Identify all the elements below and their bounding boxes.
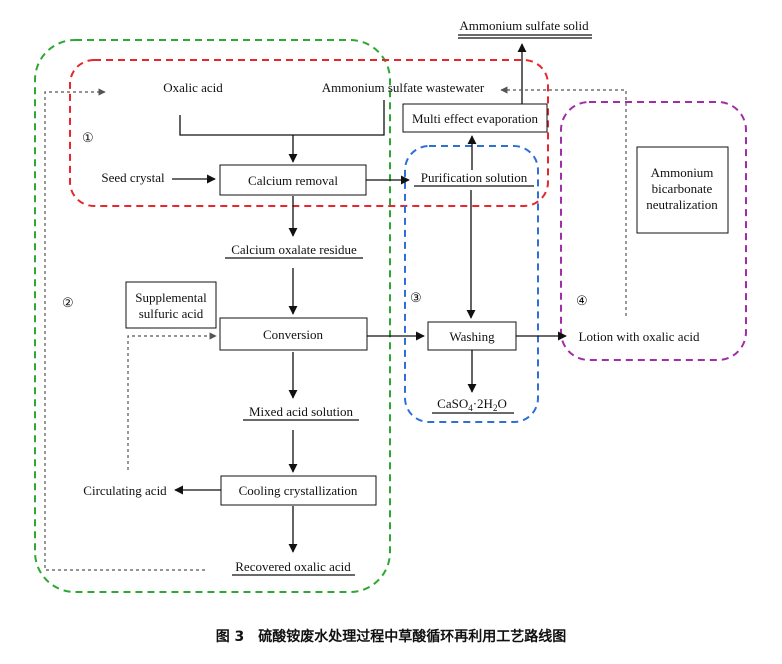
node-supplemental-line2: sulfuric acid: [139, 306, 204, 321]
node-calcium-removal: Calcium removal: [248, 173, 338, 188]
arrow-inputs-to-calcium-removal: [179, 100, 385, 136]
node-washing: Washing: [449, 329, 495, 344]
region-4-purple: [560, 101, 747, 361]
region-2-green: [34, 39, 391, 593]
node-ammonium-sulfate-wastewater: Ammonium sulfate wastewater: [322, 80, 485, 95]
region-2-label: ②: [62, 295, 74, 310]
node-conversion: Conversion: [263, 327, 323, 342]
node-mixed-acid-solution: Mixed acid solution: [249, 404, 353, 419]
region-4-label: ④: [576, 293, 588, 308]
node-caso4: CaSO4·2H2O: [437, 396, 507, 413]
node-seed-crystal: Seed crystal: [101, 170, 165, 185]
process-flow-diagram: ① ② ③ ④ Ammonium sulfate solid Oxalic ac…: [34, 18, 747, 593]
node-recovered-oxalic-acid: Recovered oxalic acid: [235, 559, 351, 574]
node-supplemental-line1: Supplemental: [135, 290, 207, 305]
box-conversion: [219, 317, 368, 351]
node-circulating-acid: Circulating acid: [83, 483, 167, 498]
node-lotion-with-oxalic-acid: Lotion with oxalic acid: [579, 329, 700, 344]
node-ammonium-line2: bicarbonate: [652, 181, 713, 196]
region-1-red: [69, 59, 549, 207]
box-calcium-removal: [219, 164, 367, 196]
box-multi-effect-evaporation: [402, 103, 548, 133]
node-purification-solution: Purification solution: [421, 170, 528, 185]
box-ammonium-bicarbonate: [636, 146, 729, 234]
region-1-label: ①: [82, 130, 94, 145]
box-supplemental-sulfuric-acid: [125, 281, 217, 329]
region-3-label: ③: [410, 290, 422, 305]
node-oxalic-acid: Oxalic acid: [163, 80, 223, 95]
dashed-circulating-to-conversion: [127, 332, 217, 470]
node-cooling-crystallization: Cooling crystallization: [239, 483, 358, 498]
node-calcium-oxalate-residue: Calcium oxalate residue: [231, 242, 357, 257]
dashed-recovered-to-oxalic: [44, 88, 205, 571]
node-ammonium-line3: neutralization: [646, 197, 718, 212]
node-multi-effect-evaporation: Multi effect evaporation: [412, 111, 539, 126]
node-ammonium-sulfate-solid: Ammonium sulfate solid: [459, 18, 589, 33]
box-cooling-crystallization: [220, 475, 377, 506]
figure-caption: 图 3 硫酸铵废水处理过程中草酸循环再利用工艺路线图: [215, 629, 567, 645]
node-ammonium-line1: Ammonium: [651, 165, 714, 180]
